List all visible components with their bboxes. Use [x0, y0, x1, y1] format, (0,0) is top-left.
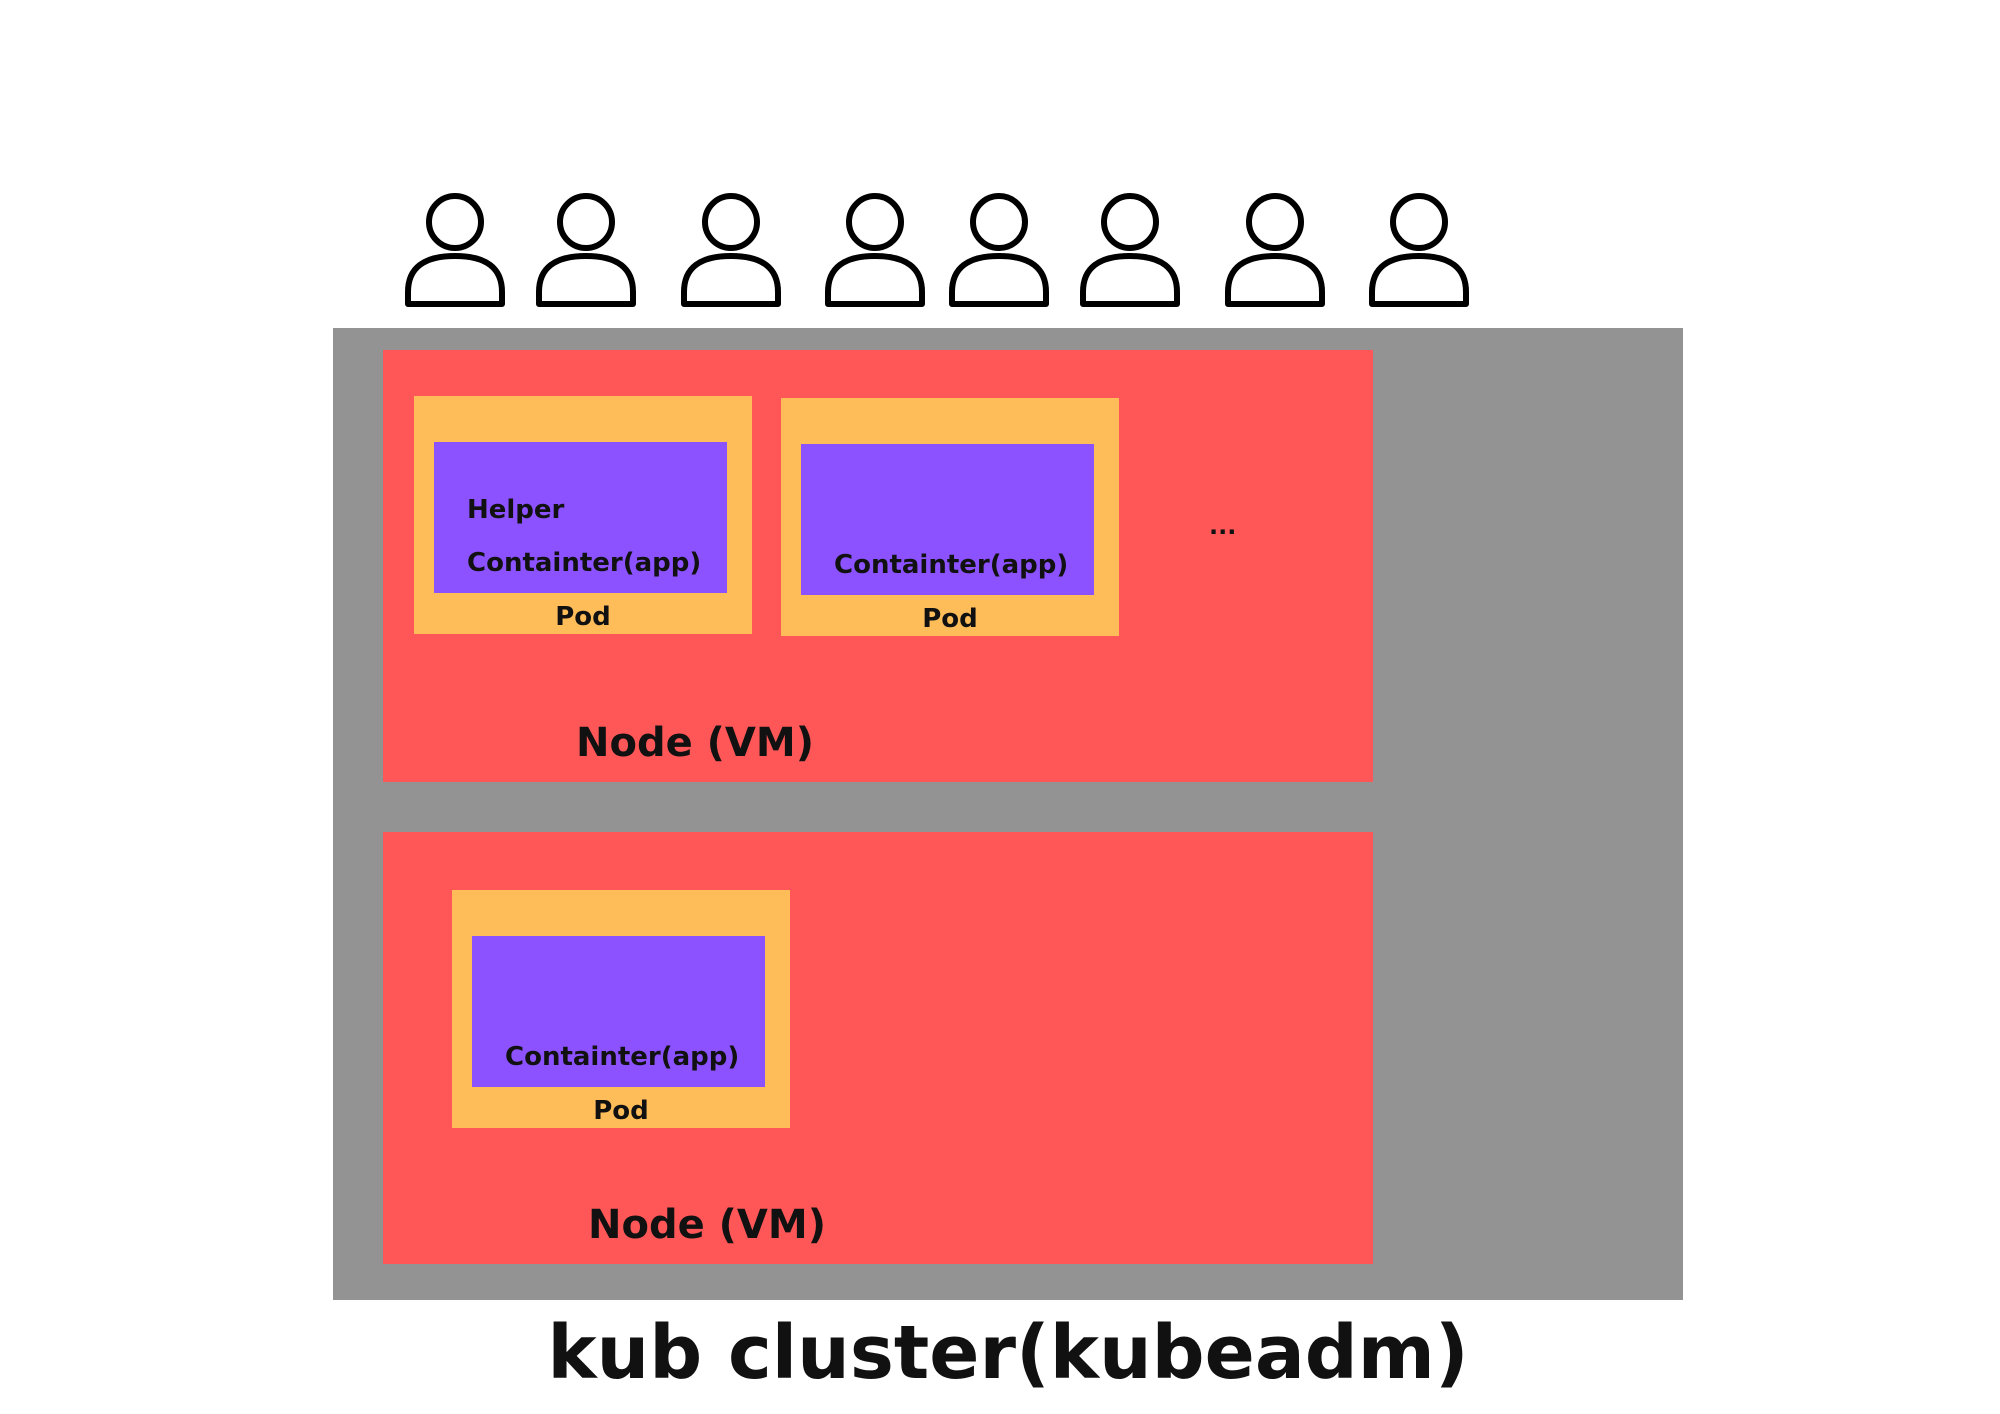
cluster-box: Helper Containter(app) Pod Containter(ap…: [333, 328, 1683, 1300]
pod-label: Pod: [922, 604, 978, 634]
user-icon: [405, 193, 505, 307]
cluster-title: kub cluster(kubeadm): [547, 1310, 1469, 1396]
pod-label: Pod: [555, 602, 611, 632]
user-icon: [1225, 193, 1325, 307]
container-label: Containter(app): [467, 548, 702, 578]
user-icon: [949, 193, 1049, 307]
users-row: [0, 0, 2000, 320]
node-label: Node (VM): [576, 720, 814, 766]
container-box: Containter(app): [472, 936, 765, 1087]
pod-label: Pod: [593, 1096, 649, 1126]
pod-box: Containter(app) Pod: [452, 890, 790, 1128]
node-label: Node (VM): [588, 1202, 826, 1248]
container-box: Containter(app): [801, 444, 1094, 595]
pod-box: Helper Containter(app) Pod: [414, 396, 752, 634]
more-pods-ellipsis: ...: [1209, 512, 1237, 540]
node-box: Helper Containter(app) Pod Containter(ap…: [383, 350, 1373, 782]
container-label: Containter(app): [505, 1042, 740, 1072]
user-icon: [1369, 193, 1469, 307]
container-label: Helper: [467, 495, 565, 525]
user-icon: [681, 193, 781, 307]
container-label: Containter(app): [834, 550, 1069, 580]
container-box: Helper Containter(app): [434, 442, 727, 593]
user-icon: [536, 193, 636, 307]
pod-box: Containter(app) Pod: [781, 398, 1119, 636]
node-box: Containter(app) Pod Node (VM): [383, 832, 1373, 1264]
user-icon: [825, 193, 925, 307]
user-icon: [1080, 193, 1180, 307]
